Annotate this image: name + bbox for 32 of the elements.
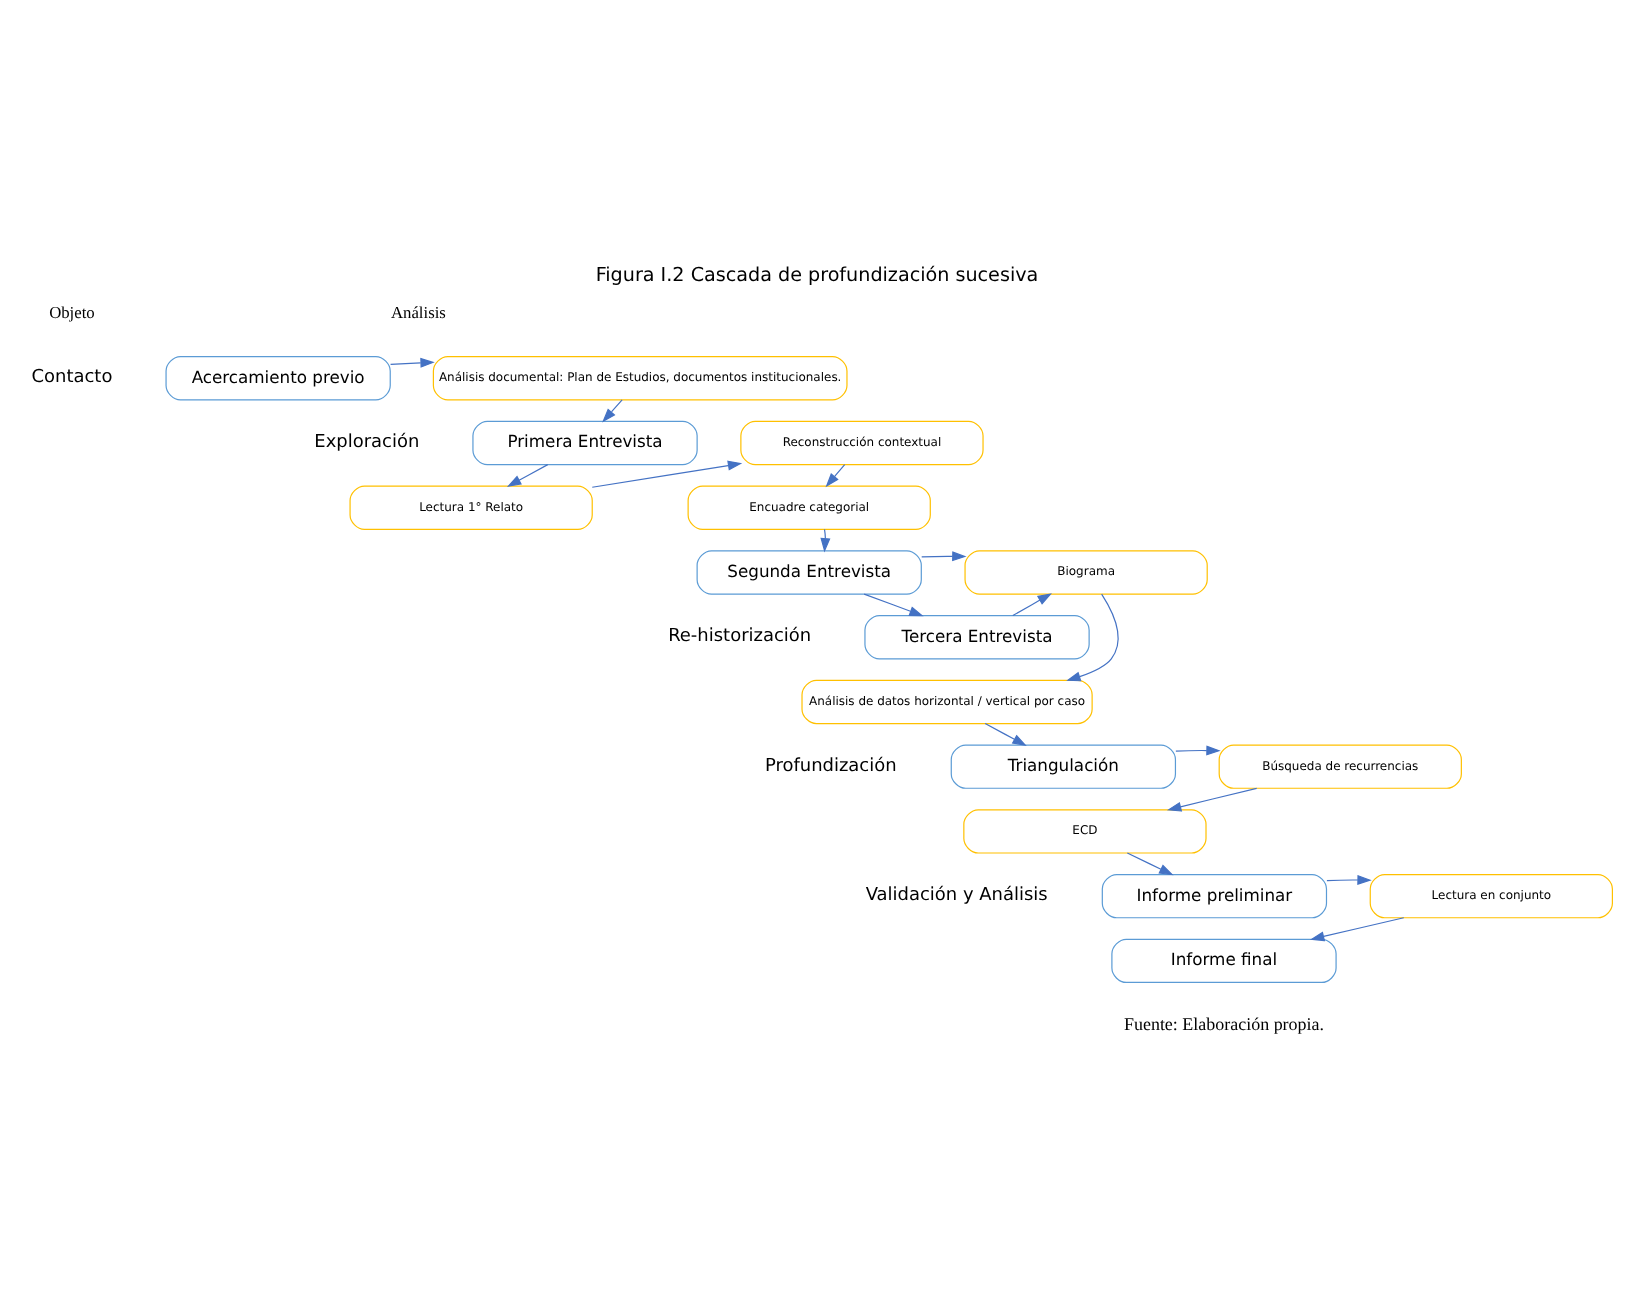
node-box: Acercamiento previo [165, 356, 391, 401]
arrow [506, 464, 549, 487]
arrow [1066, 593, 1119, 682]
caption: Fuente: Elaboración propia. [1123, 1013, 1325, 1034]
label: Contacto [31, 368, 113, 389]
label: Análisis [390, 303, 446, 322]
node-box: Segunda Entrevista [696, 550, 922, 595]
arrow [1309, 917, 1405, 942]
arrow [1166, 787, 1258, 812]
label: Validación y Análisis [865, 886, 1048, 907]
label: Exploración [314, 433, 420, 454]
node-box: Informe final [1111, 938, 1337, 984]
arrow [1126, 852, 1174, 876]
label: Objeto [49, 303, 95, 322]
arrow [602, 399, 623, 423]
arrow [1326, 874, 1372, 886]
label: Profundización [764, 756, 897, 777]
node-box: Primera Entrevista [472, 420, 698, 466]
node-box: Tercera Entrevista [864, 615, 1090, 660]
diagram-title: Figura I.2 Cascada de profundización sucesiva [595, 264, 1039, 287]
arrow [825, 464, 846, 488]
node-box: Triangulación [950, 744, 1177, 789]
arrow [984, 722, 1027, 746]
arrow [591, 460, 743, 488]
node-box: Informe preliminar [1101, 874, 1328, 919]
arrow [863, 593, 924, 617]
arrow [921, 551, 967, 562]
arrow [820, 528, 831, 553]
arrow [1175, 745, 1221, 756]
arrow [1012, 593, 1052, 617]
arrow [389, 357, 435, 368]
label: Re-historización [668, 627, 812, 648]
